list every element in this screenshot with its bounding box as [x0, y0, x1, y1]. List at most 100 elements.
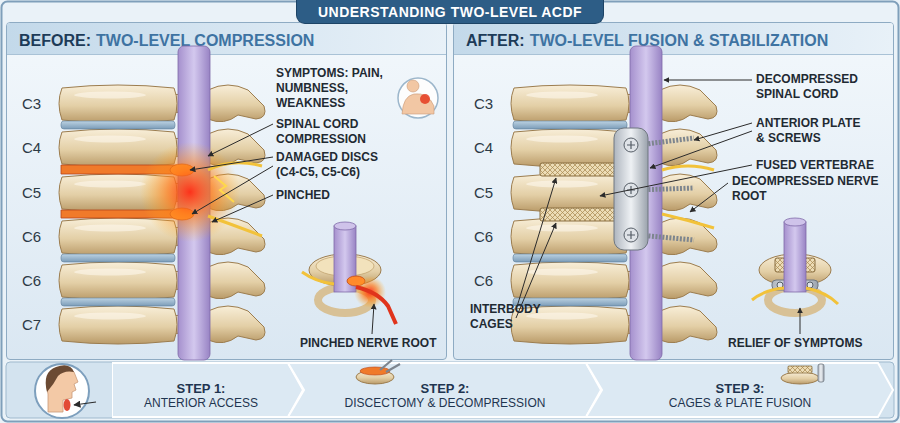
disc — [61, 254, 175, 262]
disc-herniation — [170, 164, 194, 176]
callout-label: PINCHED — [276, 188, 366, 203]
step-description: ANTERIOR ACCESS — [112, 396, 290, 411]
vertebral-arch — [768, 287, 822, 313]
head-profile — [46, 367, 78, 412]
step-vertebra — [356, 370, 394, 384]
panel-header: AFTER:TWO-LEVEL FUSION & STABILIZATION — [454, 23, 893, 55]
pain-spark — [214, 176, 234, 202]
leader-line — [192, 166, 273, 214]
axial-plate — [772, 280, 818, 290]
interbody-cage — [540, 208, 618, 221]
leader-line — [212, 195, 273, 222]
leader-line — [190, 157, 273, 170]
vertebra-label: C3 — [22, 95, 56, 112]
axial-cage — [775, 258, 815, 272]
step-band — [6, 362, 894, 418]
callout-label: INTERBODY CAGES — [470, 302, 560, 332]
inflammation-glow — [140, 142, 240, 242]
spinal-cord — [630, 46, 662, 360]
screw-shaft — [638, 188, 694, 190]
anterior-plate — [614, 128, 648, 250]
callout-label: ANTERIOR PLATE & SCREWS — [756, 116, 864, 146]
vertebra-c4 — [511, 129, 717, 167]
step-number: STEP 2: — [302, 381, 588, 396]
icon-head — [407, 80, 419, 92]
axial-herniation — [347, 276, 365, 286]
vertebra-c4 — [59, 129, 265, 167]
callout-label: RELIEF OF SYMPTOMS — [728, 336, 888, 351]
axial-vertebra — [309, 254, 381, 286]
access-icon — [35, 364, 89, 418]
interbody-cage — [540, 163, 618, 176]
leader-line — [690, 183, 728, 212]
leader-lines — [190, 80, 800, 334]
disc — [61, 121, 175, 129]
header-title: TWO-LEVEL COMPRESSION — [96, 32, 314, 49]
panel-header: BEFORE:TWO-LEVEL COMPRESSION — [7, 23, 446, 55]
screw-head — [777, 282, 783, 288]
step-vertebra — [781, 372, 819, 384]
screw-head — [624, 138, 638, 152]
vertebra-label: C6 — [22, 272, 56, 289]
vertebral-arch — [318, 287, 372, 313]
chevron-shape — [586, 362, 894, 418]
callout-label: PINCHED NERVE ROOT — [300, 336, 450, 351]
vertebra-label: C5 — [474, 184, 508, 201]
nerve-root — [662, 166, 714, 170]
vertebra-c3 — [59, 85, 265, 123]
panel-box: BEFORE:TWO-LEVEL COMPRESSION — [6, 22, 447, 360]
panel-box: AFTER:TWO-LEVEL FUSION & STABILIZATION — [453, 22, 894, 360]
leader-line — [650, 131, 752, 168]
vertebra-c6 — [59, 218, 265, 256]
nerve-root — [752, 288, 784, 300]
step-number: STEP 3: — [600, 381, 880, 396]
screw-shaft — [638, 138, 694, 145]
nerve-root — [302, 272, 334, 284]
damaged-disc — [61, 165, 184, 174]
step-description: CAGES & PLATE FUSION — [600, 396, 880, 411]
step-text: STEP 1:ANTERIOR ACCESS — [112, 381, 304, 411]
cord-top — [334, 222, 356, 230]
vertebra-c5 — [59, 174, 265, 212]
nerve-root — [806, 288, 838, 304]
vertebra-c7 — [511, 306, 717, 344]
axial-disc — [316, 256, 374, 276]
chevron-outline — [288, 363, 601, 417]
step-text: STEP 2:DISCECTOMY & DECOMPRESSION — [288, 381, 602, 411]
step-plate — [818, 364, 824, 382]
nerve-root — [662, 214, 714, 228]
step-chevron: STEP 1:ANTERIOR ACCESS — [112, 362, 304, 418]
callout-label: SYMPTOMS: PAIN, NUMBNESS, WEAKNESS — [276, 66, 394, 111]
icon-shoulder — [402, 94, 434, 114]
axial-cord — [784, 222, 806, 292]
spinal-cord — [178, 46, 210, 360]
step-number: STEP 1: — [112, 381, 290, 396]
leader-line — [372, 304, 374, 334]
vertebra-c3 — [511, 85, 717, 123]
leader-line — [516, 178, 556, 310]
vertebra-label: C5 — [22, 184, 56, 201]
disc — [61, 298, 175, 306]
step-text: STEP 3:CAGES & PLATE FUSION — [586, 381, 894, 411]
disc-herniation — [170, 208, 194, 220]
chevron-outline — [586, 363, 893, 417]
vertebra-label: C3 — [474, 95, 508, 112]
callout-label: FUSED VERTEBRAE — [756, 158, 888, 173]
header-title: TWO-LEVEL FUSION & STABILIZATION — [530, 32, 829, 49]
screw-head — [624, 228, 638, 242]
pain-dot — [420, 94, 430, 104]
vertebra-c6 — [511, 218, 717, 256]
leader-line — [208, 124, 273, 156]
callout-label: DECOMPRESSED SPINAL CORD — [756, 72, 886, 102]
vertebra-label: C6 — [474, 272, 508, 289]
screw-shaft — [638, 235, 694, 240]
step-chevron: STEP 3:CAGES & PLATE FUSION — [586, 362, 894, 418]
axial-vertebra — [759, 254, 831, 286]
callout-label: SPINAL CORD COMPRESSION — [276, 117, 386, 147]
hair — [46, 365, 74, 392]
